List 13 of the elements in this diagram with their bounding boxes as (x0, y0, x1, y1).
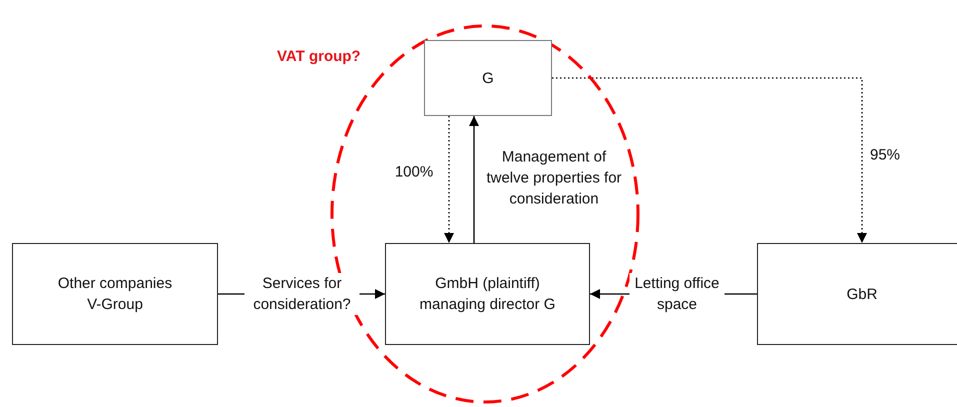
entity-box: GmbH (plaintiff) managing director G (385, 243, 590, 345)
arrow (552, 77, 867, 243)
edge-label: 100% (394, 162, 434, 182)
entity-box: Other companies V-Group (12, 243, 218, 345)
entity-box: GbR (757, 243, 957, 345)
arrow (444, 116, 454, 243)
edge-label: Management of twelve properties for consideration (485, 148, 623, 210)
entity-box: G (424, 40, 552, 116)
edge-label: Letting office space (630, 273, 724, 315)
edge-label: Services for consideration? (244, 273, 360, 315)
group-heading: VAT group? (277, 48, 361, 65)
arrow (469, 116, 479, 243)
edge-label: 95% (868, 146, 902, 166)
